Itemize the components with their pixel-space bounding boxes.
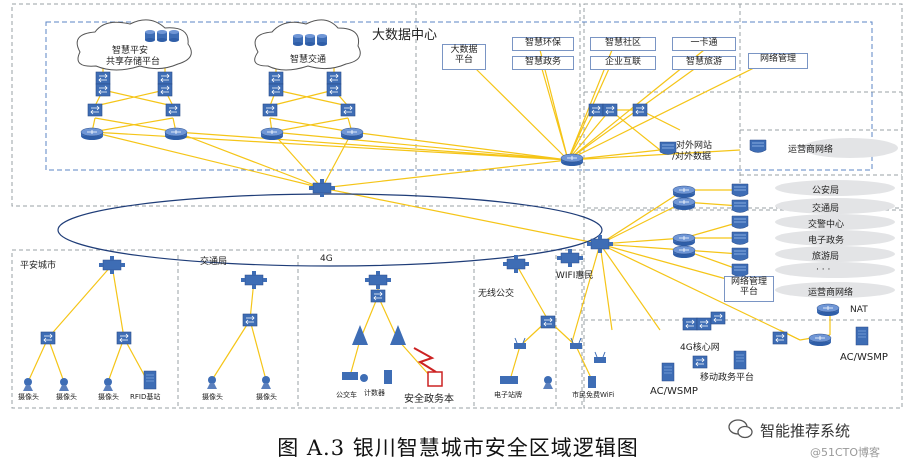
net-mgmt-top-box: 网络管理 bbox=[748, 53, 808, 69]
top-right-region-border bbox=[583, 3, 903, 209]
camera-label-3: 摄像头 bbox=[98, 393, 119, 401]
big-data-center-border bbox=[45, 21, 873, 171]
agency-5: · · · bbox=[816, 265, 831, 275]
agency-1: 交通局 bbox=[812, 204, 840, 214]
region-4g: 4G bbox=[320, 254, 333, 264]
watermark-site: @51CTO博客 bbox=[810, 446, 881, 459]
nat-label: NAT bbox=[850, 305, 868, 315]
top-region-border bbox=[11, 3, 581, 207]
figure-caption: 图 A.3 银川智慧城市安全区域逻辑图 bbox=[277, 436, 639, 460]
camera-label-2: 摄像头 bbox=[56, 393, 77, 401]
watermark-brand: 智能推荐系统 bbox=[760, 422, 851, 440]
network-links bbox=[27, 49, 831, 383]
cloud-storage-label-1: 智慧平安 bbox=[112, 46, 149, 56]
agency-0: 公安局 bbox=[812, 186, 840, 196]
rfid-label: RFID基站 bbox=[130, 393, 161, 401]
external-data-label-1: 对外网站 bbox=[676, 141, 713, 151]
agency-4: 旅游局 bbox=[812, 252, 840, 262]
region-wifi-public: WIFI惠民 bbox=[556, 271, 594, 281]
bottom-devices bbox=[23, 248, 607, 391]
bottom-left-region-border bbox=[11, 249, 583, 409]
wechat-icon bbox=[728, 419, 753, 439]
mobile-gov-platform-label: 移动政务平台 bbox=[700, 373, 755, 383]
net-mgmt-platform-line2: 平台 bbox=[739, 287, 758, 298]
net-mgmt-platform-line1: 网络管理 bbox=[730, 277, 767, 287]
agency-3: 电子政务 bbox=[808, 236, 845, 246]
cloud-traffic-label: 智慧交通 bbox=[290, 55, 327, 65]
one-card-box: 一卡通 bbox=[672, 37, 736, 51]
bottom-right-region-border bbox=[583, 209, 903, 409]
big-data-platform-line2: 平台 bbox=[454, 55, 473, 66]
net-mgmt-platform-box: 网络管理 平台 bbox=[724, 276, 774, 302]
carrier-net-bottom-label: 运营商网络 bbox=[808, 288, 854, 298]
ac-wsmp-right-label: AC/WSMP bbox=[840, 352, 888, 363]
agency-bands bbox=[775, 138, 898, 298]
external-data-label-2: /对外数据 bbox=[672, 152, 712, 162]
city-wifi-label: 市民免费WiFi bbox=[572, 391, 615, 399]
ac-wsmp-left-label: AC/WSMP bbox=[650, 386, 698, 397]
backbone-ring bbox=[57, 193, 603, 267]
camera-label-1: 摄像头 bbox=[18, 393, 39, 401]
cloud-traffic bbox=[254, 19, 361, 71]
cloud-storage-label-2: 共享存储平台 bbox=[106, 57, 161, 67]
core-4g-label: 4G核心网 bbox=[680, 343, 720, 353]
e-stop-label: 电子站牌 bbox=[494, 391, 522, 399]
carrier-net-top-label: 运营商网络 bbox=[788, 145, 834, 155]
region-traffic-bureau: 交通局 bbox=[200, 257, 228, 267]
region-ping-an-city: 平安城市 bbox=[20, 261, 57, 271]
agency-2: 交警中心 bbox=[808, 220, 845, 230]
enterprise-box: 企业互联 bbox=[590, 56, 656, 70]
big-data-platform-box: 大数据 平台 bbox=[442, 44, 486, 70]
smart-env-box: 智慧环保 bbox=[512, 37, 574, 51]
smart-tourism-box: 智慧旅游 bbox=[672, 56, 736, 70]
camera-label-5: 摄像头 bbox=[256, 393, 277, 401]
camera-label-4: 摄像头 bbox=[202, 393, 223, 401]
public-terminal-label: 公交车 bbox=[336, 391, 357, 399]
big-data-platform-line1: 大数据 bbox=[450, 45, 478, 55]
smart-gov-box: 智慧政务 bbox=[512, 56, 574, 70]
region-big-data-center: 大数据中心 bbox=[372, 28, 438, 43]
counter-label: 计数器 bbox=[364, 389, 385, 397]
cloud-storage bbox=[76, 19, 192, 71]
secure-gov-book-label: 安全政务本 bbox=[404, 394, 454, 405]
smart-community-box: 智慧社区 bbox=[590, 37, 656, 51]
region-wireless-transit: 无线公交 bbox=[478, 289, 515, 299]
